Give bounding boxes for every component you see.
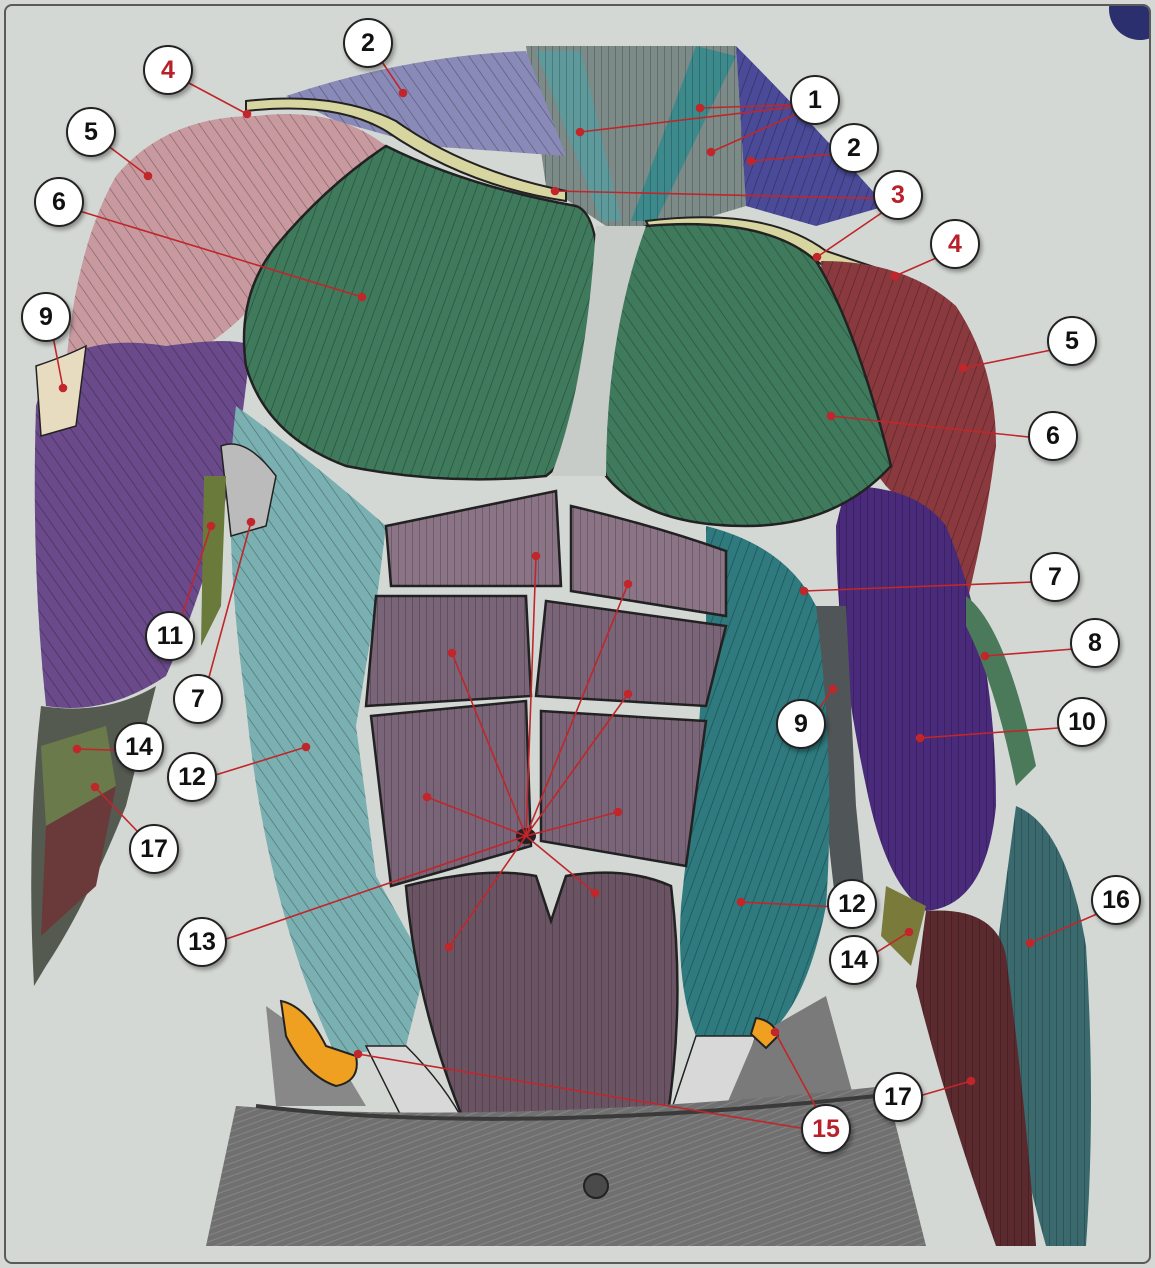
callout-6-right: 6 [1028, 411, 1078, 461]
callout-4-left: 4 [143, 45, 193, 95]
callout-9-right: 9 [776, 699, 826, 749]
diagram-frame: 1 2 2 3 4 4 5 5 6 6 7 7 8 9 9 10 11 12 1… [4, 4, 1151, 1264]
callout-12-left: 12 [167, 752, 217, 802]
callout-7-right: 7 [1030, 552, 1080, 602]
callout-9-left: 9 [21, 292, 71, 342]
callout-12-right: 12 [827, 879, 877, 929]
callout-3: 3 [873, 170, 923, 220]
callout-10: 10 [1057, 697, 1107, 747]
callout-13: 13 [177, 917, 227, 967]
callout-4-right: 4 [930, 219, 980, 269]
callout-17-left: 17 [129, 824, 179, 874]
callout-14-left: 14 [114, 722, 164, 772]
callout-5-right: 5 [1047, 316, 1097, 366]
callout-16: 16 [1091, 875, 1141, 925]
callout-1: 1 [790, 75, 840, 125]
callout-17-right: 17 [873, 1072, 923, 1122]
callout-7-left: 7 [173, 674, 223, 724]
callout-6-left: 6 [34, 177, 84, 227]
callout-2-right: 2 [829, 123, 879, 173]
callout-5-left: 5 [66, 107, 116, 157]
callout-11: 11 [145, 611, 195, 661]
callout-15: 15 [801, 1104, 851, 1154]
callout-2-left: 2 [343, 18, 393, 68]
callout-14-right: 14 [829, 935, 879, 985]
left-arm [31, 341, 251, 986]
callout-8: 8 [1070, 618, 1120, 668]
